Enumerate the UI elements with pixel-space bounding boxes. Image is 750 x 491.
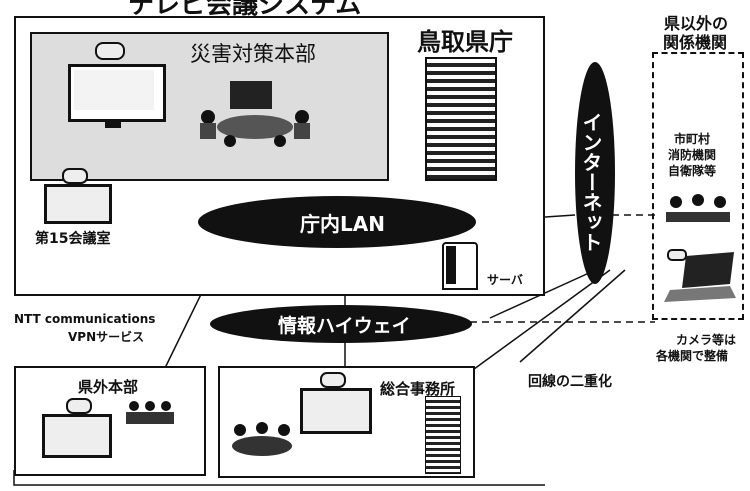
people-icon: [228, 418, 296, 460]
laptop-icon: [660, 244, 738, 304]
monitor-icon: [42, 414, 112, 458]
camera-note-line1: カメラ等は: [676, 333, 737, 347]
line-internet-to-general: [469, 269, 611, 373]
camera-icon: [95, 42, 125, 60]
server-label: サーバ: [487, 273, 523, 287]
camera-icon: [66, 398, 92, 414]
building-icon: [425, 57, 497, 181]
external-member-2: 消防機関: [668, 148, 717, 162]
external-bodies-box: [652, 52, 744, 320]
disaster-hq-label: 災害対策本部: [190, 42, 316, 66]
camera-icon: [320, 372, 346, 388]
line-internet-to-redundancy: [519, 269, 626, 363]
external-title-line1: 県以外の: [664, 14, 729, 33]
redundancy-label: 回線の二重化: [528, 374, 612, 390]
internet-label: インターネット: [579, 112, 603, 252]
meeting-room-label: 第15会議室: [35, 231, 111, 247]
lan-node: [198, 196, 476, 248]
internet-node: [575, 62, 615, 284]
lan-label: 庁内LAN: [300, 212, 385, 236]
pref-office-label: 鳥取県庁: [417, 28, 513, 56]
info-highway-node: [210, 305, 472, 343]
external-member-1: 市町村: [674, 132, 711, 146]
monitor-icon: [44, 184, 112, 224]
camera-icon: [62, 168, 88, 184]
ntt-label-line2: VPNサービス: [68, 330, 145, 344]
general-office-label: 総合事務所: [380, 380, 456, 398]
outside-hq-label: 県外本部: [78, 378, 139, 396]
monitor-icon: [300, 388, 372, 434]
people-icon: [122, 398, 178, 428]
ntt-label-line1: NTT communications: [14, 312, 156, 326]
building-icon: [425, 396, 461, 474]
conference-people-icon: [190, 75, 320, 150]
people-icon: [662, 190, 734, 230]
camera-note-line2: 各機関で整備: [656, 349, 729, 363]
info-highway-label: 情報ハイウェイ: [278, 315, 411, 337]
top-title: テレビ会議システム: [128, 0, 362, 20]
external-member-3: 自衛隊等: [668, 164, 717, 178]
line-internet-to-highway: [489, 267, 601, 319]
external-title-line2: 関係機関: [663, 33, 728, 52]
